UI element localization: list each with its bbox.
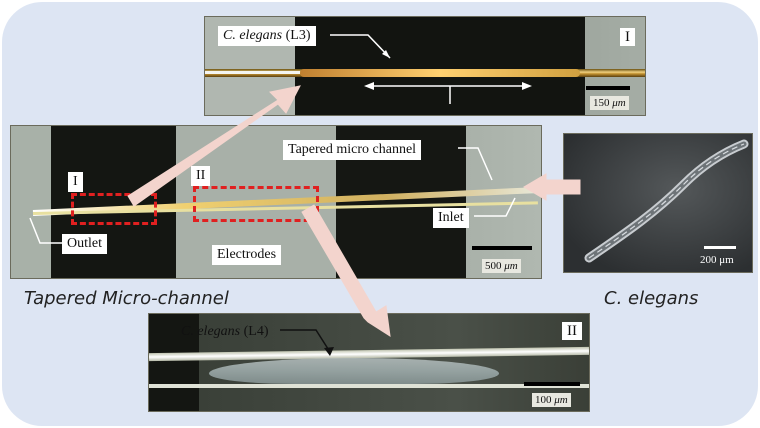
bottom-worm-label: C. elegans (L4) bbox=[176, 322, 274, 342]
inlet-label: Inlet bbox=[433, 208, 469, 228]
bottom-scale-unit: μm bbox=[554, 394, 568, 406]
tapered-channel-label: Tapered micro channel bbox=[283, 140, 422, 160]
bottom-scale-value: 100 bbox=[535, 394, 552, 406]
region-I-box bbox=[71, 193, 157, 225]
main-scale-label: 500 μm bbox=[482, 259, 521, 273]
top-worm-body bbox=[300, 69, 580, 77]
top-scale-unit: μm bbox=[612, 97, 626, 109]
inlet-leader bbox=[474, 197, 516, 217]
region-II-box bbox=[193, 186, 319, 222]
worm-to-inlet-arrow bbox=[523, 173, 581, 201]
electrodes-label: Electrodes bbox=[212, 245, 282, 265]
region-I-label: I bbox=[68, 172, 83, 192]
bottom-worm-leader bbox=[280, 329, 331, 353]
caption-tapered-microchannel: Tapered Micro-channel bbox=[24, 288, 229, 309]
top-scale-label: 150 μm bbox=[590, 96, 629, 110]
caption-c-elegans: C. elegans bbox=[604, 288, 699, 309]
bottom-worm-body bbox=[209, 358, 499, 384]
top-scale-bar bbox=[586, 86, 630, 90]
zoom-arrow-I bbox=[127, 85, 301, 207]
outlet-label: Outlet bbox=[62, 234, 107, 254]
bottom-scale-bar bbox=[524, 382, 580, 386]
main-scale-unit: μm bbox=[504, 260, 518, 272]
worm-scale-unit: μm bbox=[719, 254, 734, 266]
main-scale-value: 500 bbox=[485, 260, 502, 272]
region-II-label: II bbox=[191, 166, 211, 186]
top-section-mark: I bbox=[620, 28, 635, 46]
worm-scale-bar bbox=[704, 246, 736, 249]
top-worm-label: C. elegans (L3) bbox=[218, 26, 316, 46]
bottom-scale-label: 100 μm bbox=[532, 393, 571, 407]
bottom-micrograph bbox=[148, 313, 590, 412]
worm-micrograph bbox=[563, 133, 753, 273]
worm-scale-value: 200 bbox=[700, 254, 717, 266]
top-worm-leader bbox=[330, 34, 391, 59]
top-worm-label-species: C. elegans bbox=[223, 28, 283, 43]
length-measure-arrow bbox=[364, 82, 532, 104]
top-scale-value: 150 bbox=[593, 97, 610, 109]
main-scale-bar bbox=[472, 246, 532, 250]
top-channel-left-white bbox=[205, 71, 300, 74]
bottom-worm-label-species: C. elegans bbox=[181, 324, 241, 339]
outlet-leader bbox=[29, 217, 62, 244]
bottom-channel-bottom bbox=[149, 384, 589, 388]
tapered-leader bbox=[458, 147, 493, 181]
bottom-worm-label-stage: (L4) bbox=[240, 324, 269, 339]
top-worm-label-stage: (L3) bbox=[282, 28, 311, 43]
zoom-arrow-II bbox=[301, 204, 391, 337]
bottom-section-mark: II bbox=[562, 322, 582, 340]
worm-scale-label: 200 μm bbox=[700, 254, 734, 266]
worm-drawing bbox=[584, 139, 749, 263]
